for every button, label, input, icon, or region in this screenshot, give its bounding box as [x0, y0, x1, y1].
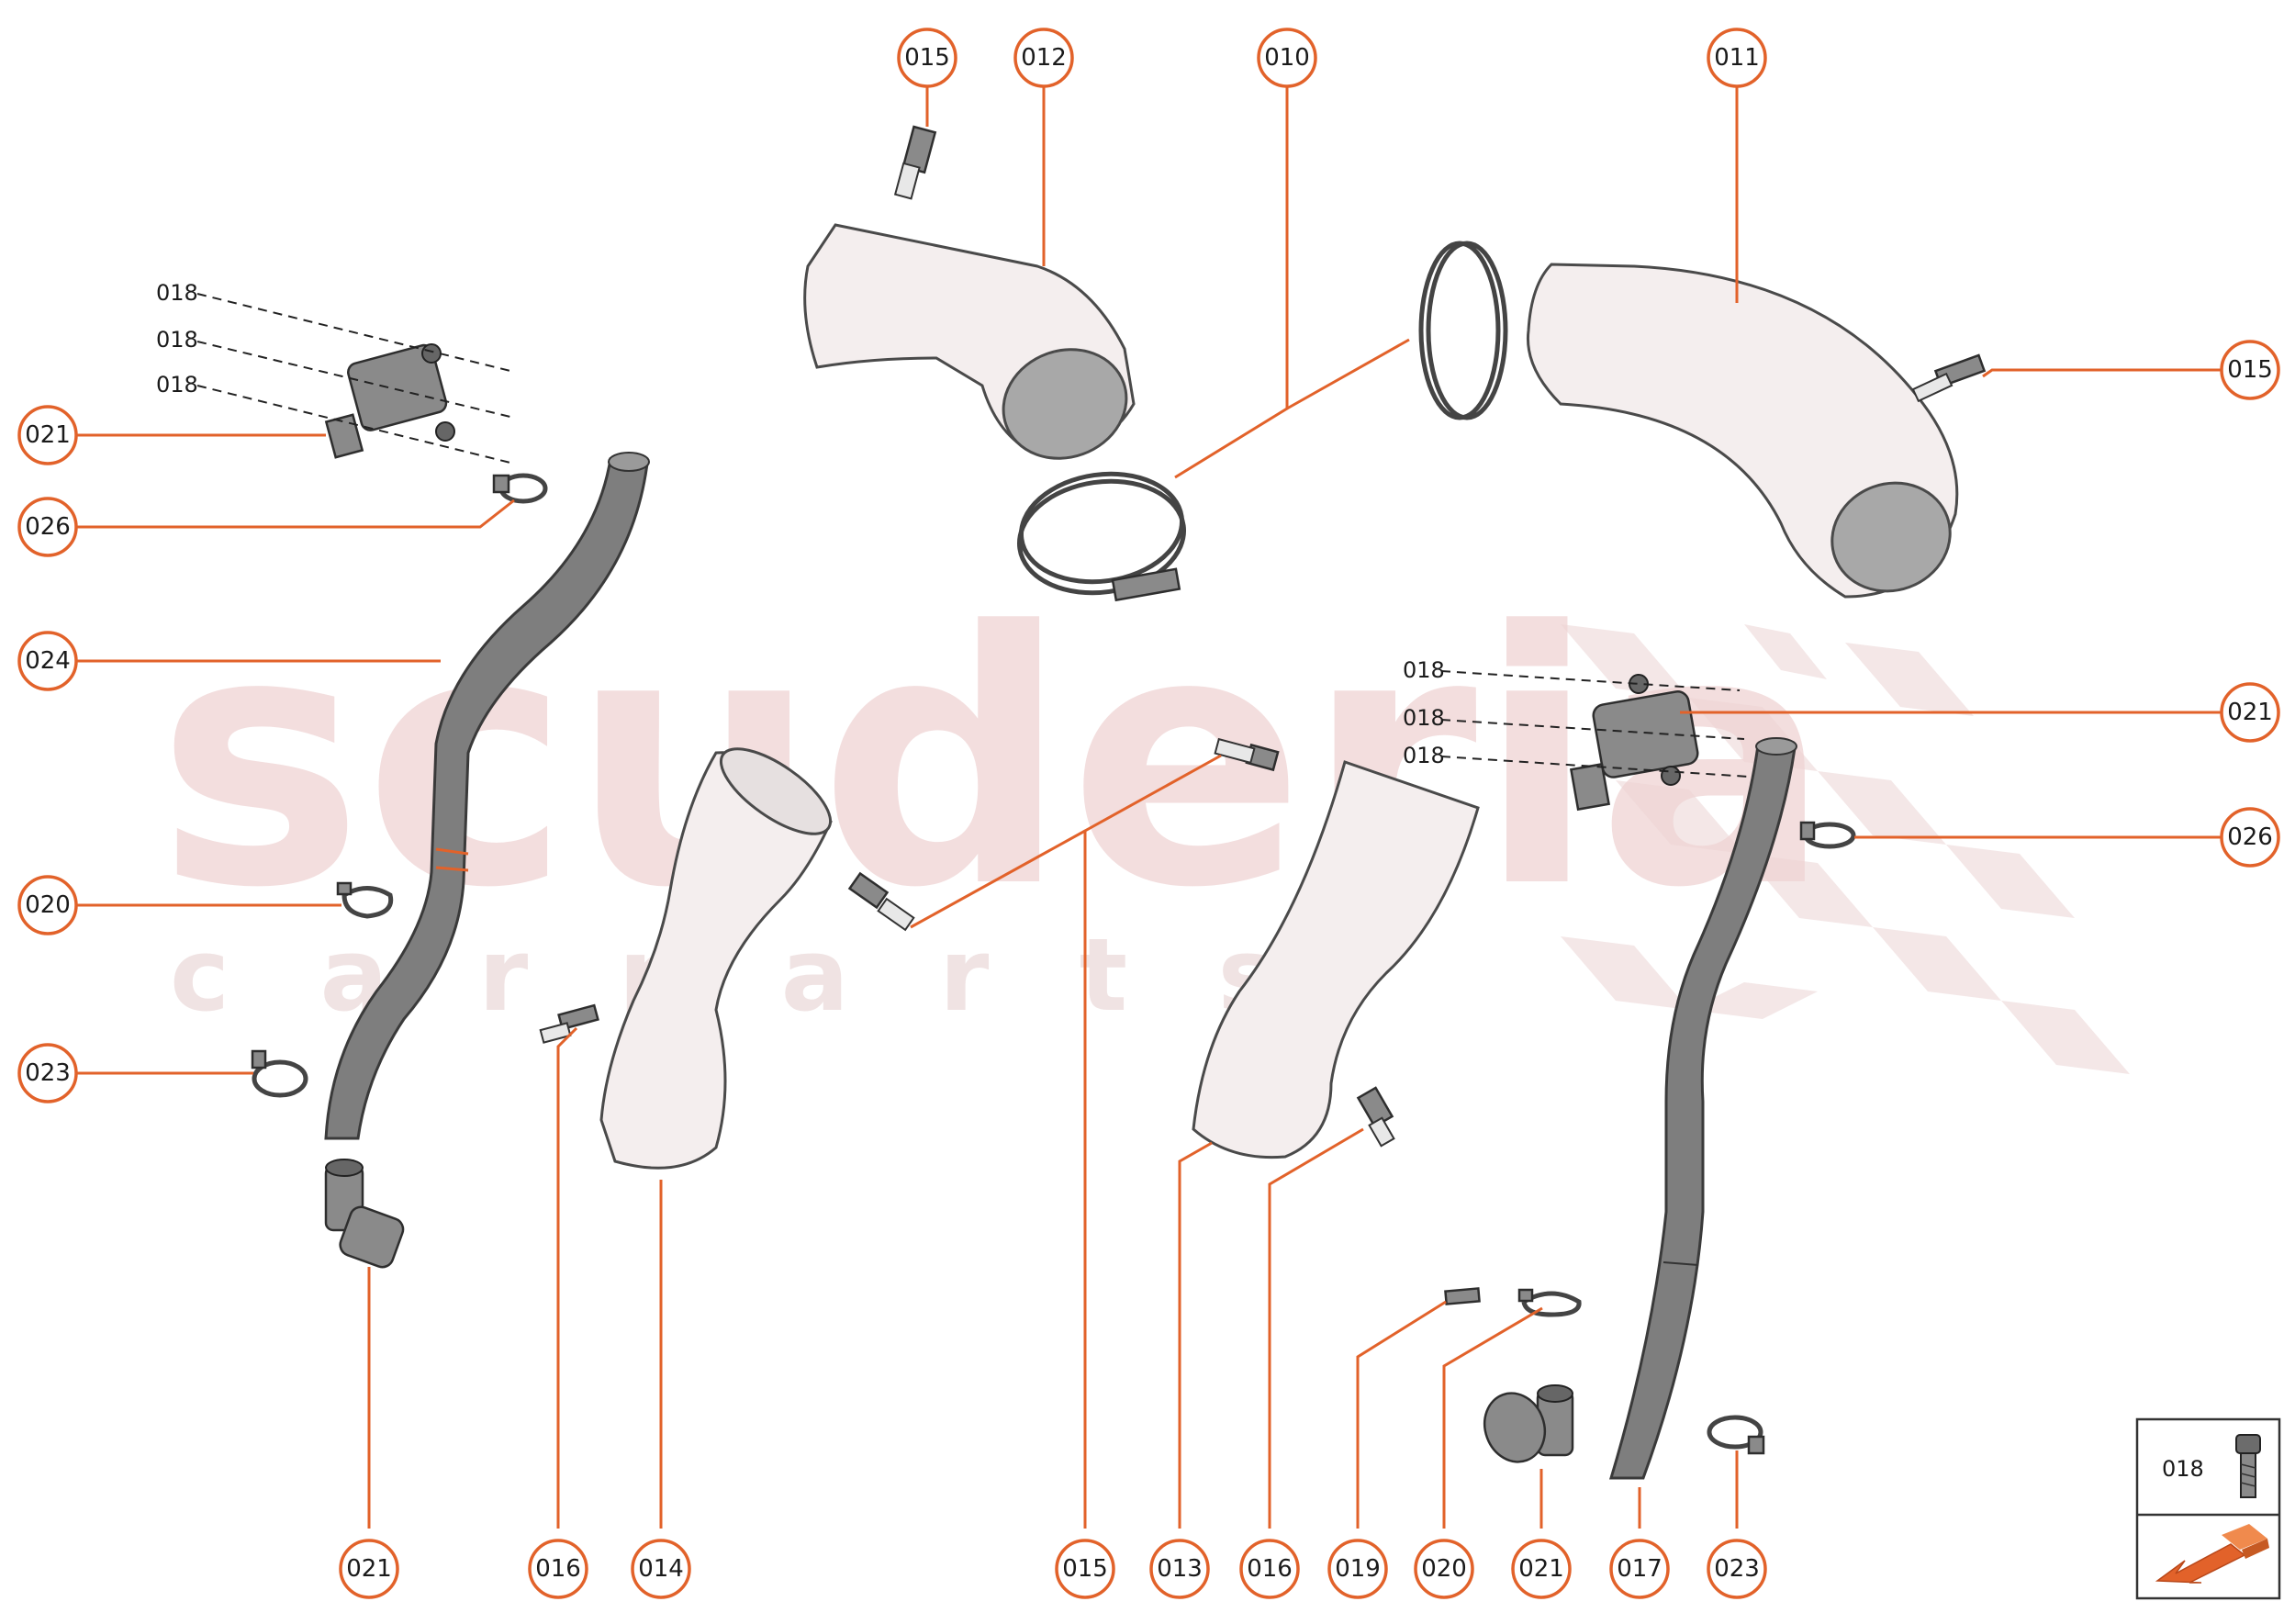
- callout-label: 015: [1062, 1555, 1108, 1583]
- duct-014: [599, 747, 833, 1170]
- direction-arrow-icon[interactable]: [2155, 1524, 2269, 1584]
- callout-023-bottom[interactable]: 023: [1707, 1539, 1767, 1599]
- callout-017[interactable]: 017: [1609, 1539, 1670, 1599]
- callout-021-bottom-right[interactable]: 021: [1511, 1539, 1572, 1599]
- clip-020-bottom: [1517, 1288, 1582, 1317]
- screw-label-018: 018: [156, 372, 198, 398]
- callout-015-bottom[interactable]: 015: [1055, 1539, 1115, 1599]
- clip-026-right: [1799, 821, 1856, 849]
- screw-label-018: 018: [1403, 705, 1445, 731]
- callout-label: 011: [1714, 44, 1760, 72]
- callout-014[interactable]: 014: [631, 1539, 691, 1599]
- callout-label: 023: [1714, 1555, 1760, 1583]
- watermark-main-text: scuderia: [156, 557, 1832, 964]
- clamp-010-ring: [1418, 241, 1508, 420]
- callout-015-right[interactable]: 015: [2220, 340, 2280, 400]
- callout-012[interactable]: 012: [1013, 28, 1074, 88]
- clip-019: [1444, 1287, 1481, 1305]
- clip-026-left: [492, 473, 548, 504]
- callout-011[interactable]: 011: [1707, 28, 1767, 88]
- callout-label: 026: [2227, 823, 2273, 851]
- callout-021-right[interactable]: 021: [2220, 682, 2280, 743]
- callout-label: 013: [1157, 1555, 1203, 1583]
- clamp-010: [1016, 471, 1187, 602]
- callout-label: 010: [1264, 44, 1310, 72]
- callout-023-left[interactable]: 023: [17, 1043, 78, 1103]
- callout-020-left[interactable]: 020: [17, 875, 78, 935]
- callout-label: 026: [25, 513, 71, 541]
- watermark-checker: [1561, 624, 2130, 1074]
- callout-label: 014: [638, 1555, 684, 1583]
- valve-021-right: [1569, 674, 1699, 812]
- callout-020-bottom[interactable]: 020: [1414, 1539, 1474, 1599]
- screw-label-018: 018: [1403, 657, 1445, 683]
- screw-labels: 018 018 018 018 018 018: [156, 280, 1445, 768]
- sensor-016-right: [1356, 1086, 1395, 1148]
- callout-021-left[interactable]: 021: [17, 405, 78, 465]
- leader-lines: [71, 81, 2223, 1529]
- callout-013[interactable]: 013: [1149, 1539, 1210, 1599]
- callout-label: 020: [1421, 1555, 1467, 1583]
- callout-010[interactable]: 010: [1257, 28, 1317, 88]
- callout-016-right[interactable]: 016: [1239, 1539, 1300, 1599]
- callout-label: 019: [1335, 1555, 1381, 1583]
- valve-021-left: [324, 343, 455, 459]
- callout-label: 021: [25, 421, 71, 449]
- hose-024: [324, 452, 650, 1140]
- sensor-016-left: [539, 1003, 599, 1044]
- screw-icon: [2235, 1434, 2261, 1498]
- duct-013: [1192, 760, 1480, 1159]
- screw-label-018: 018: [156, 327, 198, 353]
- sensor-015-right: [1911, 353, 1987, 403]
- callout-label: 016: [535, 1555, 581, 1583]
- callout-label: 015: [904, 44, 950, 72]
- legend-label-018: 018: [2162, 1456, 2204, 1482]
- callout-label: 021: [2227, 699, 2273, 726]
- callout-label: 016: [1247, 1555, 1293, 1583]
- clamp-023-bottom: [1707, 1415, 1765, 1455]
- callout-label: 021: [1518, 1555, 1564, 1583]
- screw-label-018: 018: [156, 280, 198, 306]
- callout-026-right[interactable]: 026: [2220, 807, 2280, 868]
- hose-017: [1608, 737, 1797, 1480]
- callout-021-bottom-left[interactable]: 021: [339, 1539, 399, 1599]
- callout-015-top[interactable]: 015: [897, 28, 957, 88]
- callouts: 015 012 010 011 015 021 026 024 020 023 …: [17, 28, 2280, 1599]
- sensor-015-top: [893, 125, 937, 200]
- connector-021-bottom-right: [1483, 1384, 1574, 1463]
- callout-label: 012: [1021, 44, 1067, 72]
- callout-label: 023: [25, 1059, 71, 1087]
- callout-label: 017: [1617, 1555, 1662, 1583]
- legend-box: 018: [2135, 1417, 2281, 1600]
- callout-label: 021: [346, 1555, 392, 1583]
- connector-021-bottom-left: [324, 1159, 405, 1269]
- callout-016-left[interactable]: 016: [528, 1539, 588, 1599]
- sensor-015-middle: [847, 737, 1280, 932]
- screw-dashed-leaders: [196, 293, 1750, 778]
- clamp-023-left: [251, 1049, 308, 1098]
- callout-label: 020: [25, 891, 71, 919]
- callout-label: 015: [2227, 356, 2273, 384]
- clip-020-left: [336, 881, 394, 919]
- callout-019[interactable]: 019: [1327, 1539, 1388, 1599]
- duct-012: [803, 223, 1136, 460]
- callout-024[interactable]: 024: [17, 631, 78, 691]
- callout-026-left[interactable]: 026: [17, 497, 78, 557]
- screw-label-018: 018: [1403, 743, 1445, 768]
- duct-011: [1526, 263, 1959, 599]
- callout-label: 024: [25, 647, 71, 675]
